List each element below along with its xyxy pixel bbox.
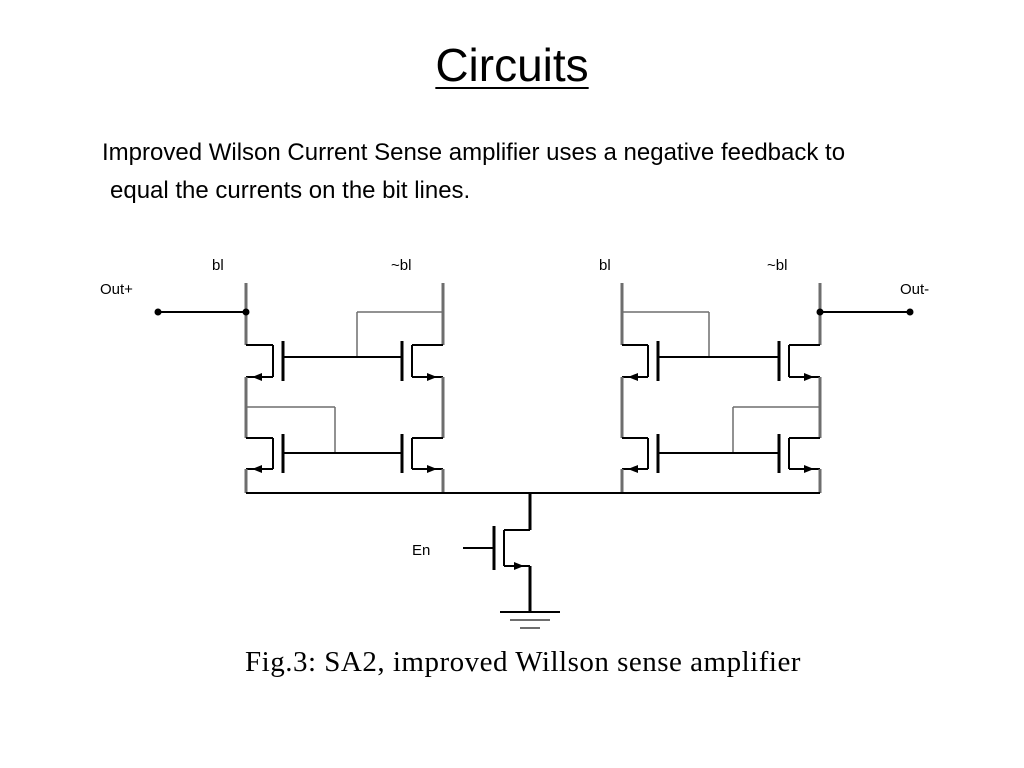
nbl-right-label: ~bl <box>767 257 787 274</box>
slide-title: Circuits <box>435 39 589 91</box>
nbl-left-label: ~bl <box>391 257 411 274</box>
slide-body-text: Improved Wilson Current Sense amplifier … <box>102 134 962 210</box>
out-minus-label: Out- <box>900 281 929 298</box>
body-line-1: Improved Wilson Current Sense amplifier … <box>102 139 846 166</box>
enable-label: En <box>412 542 430 559</box>
figure-caption: Fig.3: SA2, improved Willson sense ampli… <box>245 646 801 678</box>
body-line-2: equal the currents on the bit lines. <box>110 177 471 204</box>
bl-right-label: bl <box>599 257 611 274</box>
sense-amplifier-schematic: Out+ bl ~bl bl ~bl Out- En <box>100 257 929 629</box>
bl-left-label: bl <box>212 257 224 274</box>
out-plus-label: Out+ <box>100 281 133 298</box>
